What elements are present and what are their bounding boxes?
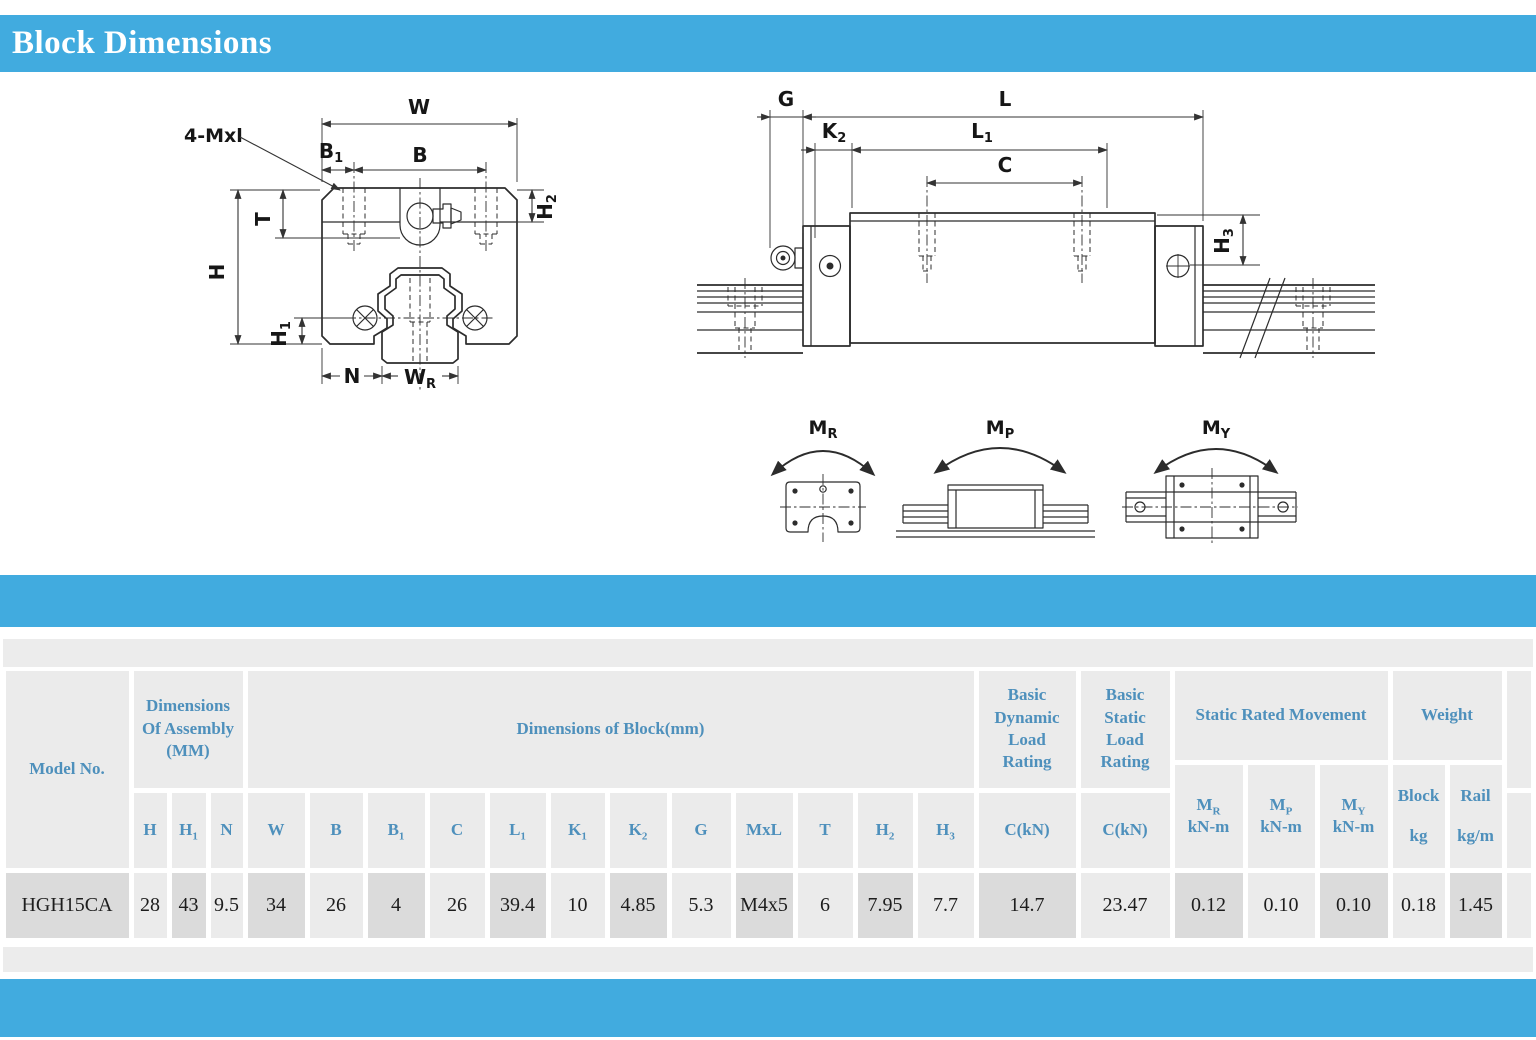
col-header-ckn-dynamic: C(kN)	[978, 792, 1076, 868]
moment-mp-label: MP	[986, 417, 1014, 442]
rail-cross-section	[381, 274, 459, 364]
bolt-hole-right	[474, 188, 498, 245]
cell-c: 26	[429, 872, 485, 938]
moment-my-block	[1122, 468, 1298, 546]
margin-cell	[1506, 670, 1531, 788]
dim-h2: H2	[533, 194, 560, 220]
bolt-note: 4-Mxl	[184, 125, 243, 147]
col-header-h2: H2	[857, 792, 913, 868]
cell-h2: 7.95	[857, 872, 913, 938]
col-header-mxl: MxL	[735, 792, 793, 868]
block-outline	[321, 187, 518, 345]
empty-row-top	[3, 639, 1533, 667]
col-header-t: T	[797, 792, 853, 868]
group-assembly: Dimensions Of Assembly (MM)	[133, 670, 243, 788]
col-header-h3: H3	[917, 792, 974, 868]
cell-rail-kgm: 1.45	[1449, 872, 1502, 938]
rail-side	[697, 284, 1375, 354]
moment-mr-label: MR	[809, 417, 838, 442]
col-header-g: G	[671, 792, 731, 868]
block-body	[849, 212, 1156, 344]
cell-h: 28	[133, 872, 167, 938]
dim-l1: L1	[971, 119, 993, 146]
cell-g: 5.3	[671, 872, 731, 938]
col-header-k2: K2	[609, 792, 667, 868]
front-view-drawing: W B B1 H T H2 H1 N WR 4-Mxl	[184, 95, 560, 392]
group-dynamic-load: Basic Dynamic Load Rating	[978, 670, 1076, 788]
dim-b1: B1	[319, 139, 343, 166]
cell-w: 34	[247, 872, 305, 938]
col-header-w: W	[247, 792, 305, 868]
model-no-header: Model No.	[5, 670, 129, 868]
divider-band-bottom	[0, 979, 1536, 1037]
empty-row-bottom	[3, 947, 1533, 972]
moment-my-label: MY	[1202, 417, 1231, 442]
end-cap-left	[802, 225, 851, 347]
cell-model: HGH15CA	[5, 872, 129, 938]
end-cap-right	[1154, 225, 1204, 347]
break-symbol	[1239, 277, 1286, 359]
dim-w: W	[408, 95, 430, 119]
margin-cell	[1506, 792, 1531, 868]
cell-my: 0.10	[1319, 872, 1388, 938]
margin-cell	[1506, 872, 1531, 938]
col-header-b: B	[309, 792, 363, 868]
cell-b1: 4	[367, 872, 425, 938]
cell-n: 9.5	[210, 872, 243, 938]
group-weight: Weight	[1392, 670, 1502, 760]
group-block: Dimensions of Block(mm)	[247, 670, 974, 788]
dim-t: T	[251, 212, 275, 226]
dim-h3: H3	[1210, 228, 1237, 254]
col-header-k1: K1	[550, 792, 605, 868]
spec-table: Model No. Dimensions Of Assembly (MM) Di…	[3, 668, 1533, 940]
dim-n: N	[344, 364, 361, 388]
grease-nipple-icon	[399, 188, 441, 246]
dim-l: L	[999, 88, 1012, 111]
col-header-h1: H1	[171, 792, 206, 868]
cell-l1: 39.4	[489, 872, 546, 938]
cap-hole-left	[818, 254, 842, 278]
cell-mxl: M4x5	[735, 872, 793, 938]
side-view-drawing: G L K2 L1 C H3	[697, 88, 1375, 359]
col-header-ckn-static: C(kN)	[1080, 792, 1170, 868]
cell-mp: 0.10	[1247, 872, 1315, 938]
dim-h: H	[205, 264, 229, 281]
cell-b: 26	[309, 872, 363, 938]
cell-block-kg: 0.18	[1392, 872, 1445, 938]
cell-ckn-dynamic: 14.7	[978, 872, 1076, 938]
moment-mr-block	[780, 474, 866, 542]
cell-k1: 10	[550, 872, 605, 938]
cell-ckn-static: 23.47	[1080, 872, 1170, 938]
group-static-rated-movement: Static Rated Movement	[1174, 670, 1388, 760]
dim-c: C	[998, 153, 1013, 177]
cell-t: 6	[797, 872, 853, 938]
col-header-h: H	[133, 792, 167, 868]
moment-mp-block	[896, 484, 1095, 538]
dim-g: G	[778, 88, 794, 111]
cell-h1: 43	[171, 872, 206, 938]
dim-h1: H1	[267, 321, 294, 347]
dim-k2: K2	[822, 119, 847, 146]
title-bar: Block Dimensions	[0, 15, 1536, 72]
dim-b: B	[412, 143, 427, 167]
col-header-n: N	[210, 792, 243, 868]
col-header-c: C	[429, 792, 485, 868]
cell-h3: 7.7	[917, 872, 974, 938]
page-title: Block Dimensions	[12, 25, 273, 61]
bolt-hole-left	[342, 188, 366, 245]
moment-diagrams: MR MP MY	[770, 417, 1298, 546]
col-header-l1: L1	[489, 792, 546, 868]
cell-mr: 0.12	[1174, 872, 1243, 938]
divider-band-top	[0, 575, 1536, 627]
dim-wr: WR	[404, 365, 436, 392]
cell-k2: 4.85	[609, 872, 667, 938]
grease-nipple-icon	[770, 245, 804, 271]
col-header-b1: B1	[367, 792, 425, 868]
group-static-load: Basic Static Load Rating	[1080, 670, 1170, 788]
